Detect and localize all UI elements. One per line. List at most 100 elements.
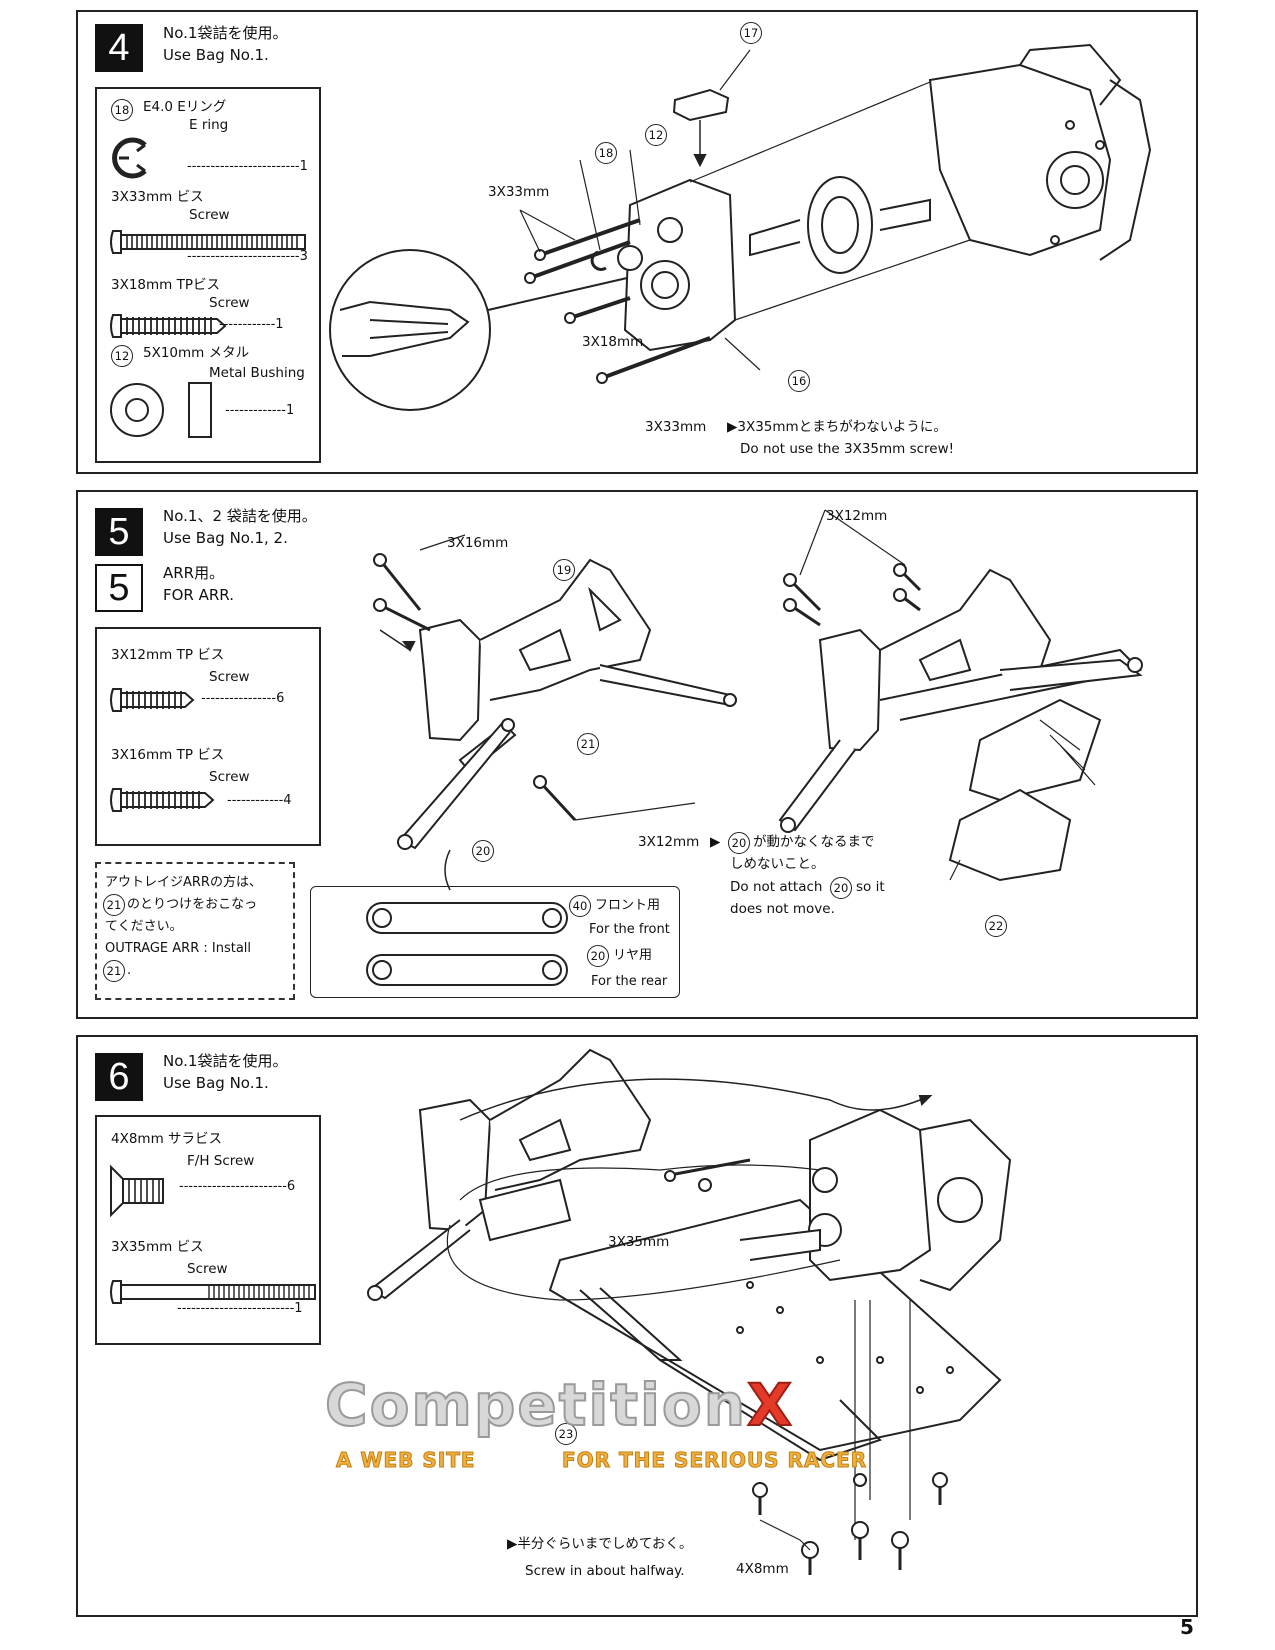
arr-note-line4: OUTRAGE ARR : Install [105,941,252,956]
step-6-note-en: Screw in about halfway. [525,1563,685,1579]
step-5-note-en-part-20: 20 [830,877,852,899]
screw-35-icon [110,1280,316,1304]
step-5-bag-jp: No.1、2 袋詰を使用。 [163,507,317,525]
label-3x33mm-top: 3X33mm [488,184,550,200]
tp-16-en: Screw [209,769,250,785]
step-6-note-jp: ▶半分ぐらいまでしめておく。 [507,1536,693,1552]
step-5-note-arrow: ▶ [710,834,721,850]
tp-screw-16-icon [110,788,215,812]
watermark-logo: CompetitionX [324,1370,794,1440]
fh-screw-en: F/H Screw [187,1153,255,1169]
step-5-bag-en: Use Bag No.1, 2. [163,529,288,547]
label-3x33mm-bottom: 3X33mm [645,419,707,435]
callout-19: 19 [553,559,575,581]
arr-note-box: アウトレイジARRの方は、 21 のとりつけをおこなっ てください。 OUTRA… [95,862,295,1000]
e-ring-jp: E4.0 Eリング [143,99,227,115]
bushing-qty: -------------1 [225,403,295,418]
callout-16: 16 [788,370,810,392]
watermark-tagline-left: A WEB SITE [336,1448,476,1473]
step-5-arr-en: FOR ARR. [163,586,234,604]
label-3x35mm: 3X35mm [608,1234,670,1250]
label-3x12mm-right: 3X12mm [826,508,888,524]
part-number-12: 12 [111,345,133,367]
label-3x12mm-left: 3X12mm [638,834,700,850]
tp-12-qty: ----------------6 [201,691,285,706]
e-ring-qty: ------------------------1 [187,159,308,174]
step-5-note-en1a: Do not attach [730,879,823,895]
step-5-note-part-20: 20 [728,832,750,854]
arr-note-part-21: 21 [103,894,125,916]
metal-bushing-icon [110,382,212,438]
step-5-arr-number: 5 [95,564,143,612]
arr-note-part-21b: 21 [103,960,125,982]
part-number-18: 18 [111,99,133,121]
step-5-note-en1b: so it [856,879,885,895]
step-4-note-en: Do not use the 3X35mm screw! [740,441,955,457]
bushing-en: Metal Bushing [209,365,305,381]
fh-screw-jp: 4X8mm サラビス [111,1131,223,1147]
tp-18-qty: ------------1 [219,317,284,332]
arr-note-line5: . [127,963,132,978]
step-5-bulkhead-diagram [373,509,1143,891]
e-ring-en: E ring [189,117,229,133]
step-5-note-jp1: が動かなくなるまで [753,834,875,850]
tp-screw-18-icon [110,314,227,338]
screw-33-icon [110,230,306,254]
fh-screw-qty: -----------------------6 [179,1179,296,1194]
label-3x16mm: 3X16mm [447,535,509,551]
tp-18-en: Screw [209,295,250,311]
link-rear-num: 20 [587,945,609,967]
screw-35-jp: 3X35mm ビス [111,1239,204,1255]
link-rod-icons [366,902,568,986]
tp-12-en: Screw [209,669,250,685]
tp-16-jp: 3X16mm TP ビス [111,747,225,763]
link-front-jp: フロント用 [595,898,661,913]
callout-17: 17 [740,22,762,44]
step-5-note-en2: does not move. [730,901,835,917]
step-4-note-jp: ▶3X35mmとまちがわないように。 [727,419,947,435]
callout-22: 22 [985,915,1007,937]
label-3x18mm: 3X18mm [582,334,644,350]
step-6-chassis-diagram [367,1048,1012,1575]
label-4x8mm: 4X8mm [736,1561,789,1577]
arr-note-line3: てください。 [105,919,183,934]
screw-35-qty: -------------------------1 [177,1301,303,1316]
link-rear-jp: リヤ用 [613,948,653,963]
step-5-arr-jp: ARR用。 [163,564,225,582]
step-4-bag-en: Use Bag No.1. [163,46,269,64]
screw-33-jp: 3X33mm ビス [111,189,204,205]
screw-33-en: Screw [189,207,230,223]
watermark-tagline-right: FOR THE SERIOUS RACER [561,1448,868,1473]
callout-23: 23 [555,1423,577,1445]
step-6-bag-jp: No.1袋詰を使用。 [163,1052,288,1070]
callout-18: 18 [595,142,617,164]
step-6-bag-en: Use Bag No.1. [163,1074,269,1092]
arr-note-line2: のとりつけをおこなっ [127,897,258,912]
step-4-gearbox-diagram [329,43,1152,411]
step-4-parts-box: 18 E4.0 Eリング E ring --------------------… [95,87,321,463]
e-ring-icon [112,137,147,179]
tp-16-qty: ------------4 [227,793,292,808]
callout-20: 20 [472,840,494,862]
link-front-num: 40 [569,895,591,917]
callout-12: 12 [645,124,667,146]
callout-21: 21 [577,733,599,755]
fh-screw-icon [110,1164,164,1218]
step-6-parts-box: 4X8mm サラビス F/H Screw -------------------… [95,1115,321,1345]
bushing-jp: 5X10mm メタル [143,345,250,361]
link-rear-en: For the rear [591,974,668,989]
screw-33-qty: ------------------------3 [187,249,308,264]
step-5-note-jp2: しめないこと。 [730,856,825,872]
step-4-bag-jp: No.1袋詰を使用。 [163,24,288,42]
tp-screw-12-icon [110,688,195,712]
page-number: 5 [1180,1615,1194,1639]
screw-35-en: Screw [187,1261,228,1277]
tp-12-jp: 3X12mm TP ビス [111,647,225,663]
link-front-en: For the front [589,922,670,937]
tp-18-jp: 3X18mm TPビス [111,277,220,293]
arr-note-line1: アウトレイジARRの方は、 [105,875,262,890]
step-4-number: 4 [95,24,143,72]
link-rod-comparison-box: 40 フロント用 For the front 20 リヤ用 For the re… [310,886,680,998]
step-6-number: 6 [95,1053,143,1101]
step-5-parts-box: 3X12mm TP ビス Screw ----------------6 3X1… [95,627,321,846]
